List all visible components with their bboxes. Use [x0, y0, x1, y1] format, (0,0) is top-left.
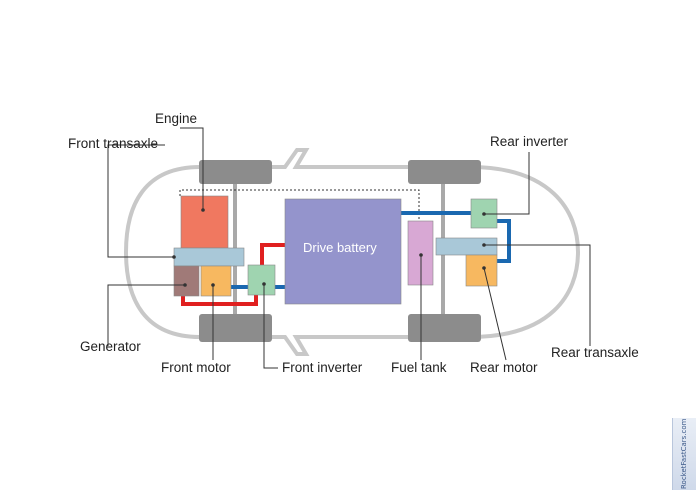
rear-motor-block	[465, 254, 498, 287]
front-right-wheel	[199, 314, 272, 342]
front-inverter-block	[247, 264, 276, 296]
generator-dot	[183, 283, 187, 287]
fuel-tank-dot	[419, 253, 423, 257]
high-voltage-wire-2	[181, 295, 258, 306]
drive-battery-label: Drive battery	[303, 240, 377, 255]
front-transaxle-block	[173, 247, 245, 267]
watermark-text: RocketFastCars.com	[680, 418, 688, 490]
engine-leader	[180, 127, 204, 210]
rear-transaxle-dot	[482, 243, 486, 247]
drive-battery-block	[284, 198, 402, 305]
generator-label: Generator	[80, 339, 141, 354]
rear-motor-leader	[483, 267, 507, 361]
engine-block	[180, 195, 229, 249]
front-transaxle-dot	[172, 255, 176, 259]
fuel-tank-label: Fuel tank	[391, 360, 447, 375]
front-inverter-label: Front inverter	[282, 360, 363, 375]
rear-inverter-leader	[484, 152, 530, 215]
front-left-wheel	[199, 160, 272, 184]
front-motor-label: Front motor	[161, 360, 231, 375]
rear-motor-dot	[482, 266, 486, 270]
front-inverter-dot	[262, 282, 266, 286]
front-motor-block	[200, 265, 232, 297]
front-transaxle-leader	[107, 144, 174, 258]
rear-transaxle-leader	[484, 244, 591, 346]
generator-leader	[107, 284, 185, 346]
rear-transaxle-block	[435, 237, 498, 256]
front-motor-dot	[211, 283, 215, 287]
fuel-line	[179, 189, 420, 221]
rear-motor-label: Rear motor	[470, 360, 538, 375]
rear-inverter-loop-wire	[497, 219, 511, 263]
leader-lines	[107, 127, 591, 369]
leader-dots	[172, 208, 486, 287]
rear-inverter-label: Rear inverter	[490, 134, 569, 149]
generator-block	[173, 265, 200, 297]
front-transaxle-label: Front transaxle	[68, 136, 159, 151]
rear-left-wheel	[408, 160, 481, 184]
rear-right-wheel	[408, 314, 481, 342]
watermark-logo	[672, 418, 696, 490]
rear-inverter-dot	[482, 212, 486, 216]
rear-transaxle-label: Rear transaxle	[551, 345, 639, 360]
front-inverter-leader	[263, 284, 278, 369]
high-voltage-wire	[260, 243, 285, 265]
engine-label: Engine	[155, 111, 198, 126]
engine-dot	[201, 208, 205, 212]
